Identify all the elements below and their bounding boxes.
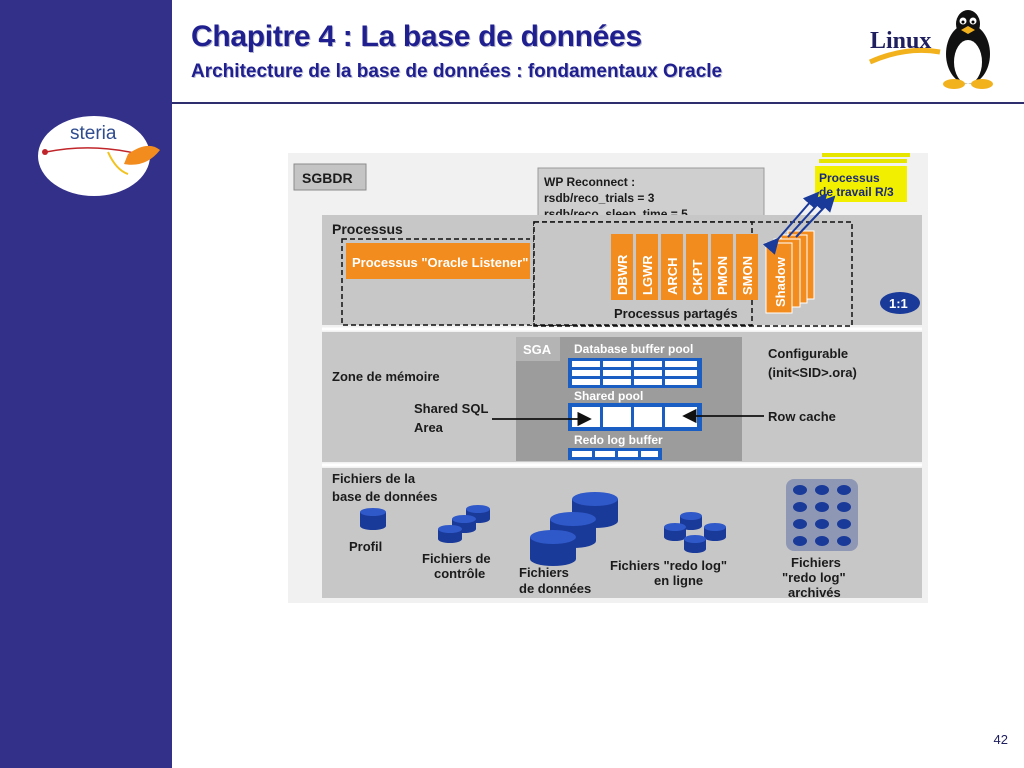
- wp-reconnect-line-1: WP Reconnect :: [544, 175, 635, 189]
- page-number: 42: [993, 732, 1008, 747]
- process-smon-label: SMON: [740, 256, 755, 295]
- ratio-badge: [880, 292, 920, 314]
- profil-icon: [360, 508, 386, 530]
- process-ckpt: [686, 234, 708, 300]
- listener-label: Processus "Oracle Listener": [352, 255, 528, 270]
- shared-sql-line-1: Shared SQL: [414, 401, 488, 416]
- process-arch-label: ARCH: [665, 257, 680, 295]
- shared-processes-label: Processus partagés: [614, 306, 738, 321]
- process-smon: [736, 234, 758, 300]
- data-files-line-1: Fichiers: [519, 565, 569, 580]
- process-lgwr: [636, 234, 658, 300]
- linux-logo: Linux: [868, 10, 993, 89]
- profil-label: Profil: [349, 539, 382, 554]
- memory-section-label: Zone de mémoire: [332, 369, 440, 384]
- data-files-icon: [530, 492, 618, 566]
- process-arch: [661, 234, 683, 300]
- process-pmon: [711, 234, 733, 300]
- shared-process-boxes: DBWR LGWR ARCH CKPT PMON SMON: [611, 234, 758, 300]
- steria-wordmark: steria: [70, 123, 117, 144]
- process-dbwr: [611, 234, 633, 300]
- r3-process-line-2: de travail R/3: [819, 185, 894, 199]
- row-cache-label: Row cache: [768, 409, 836, 424]
- configurable-line-2: (init<SID>.ora): [768, 365, 857, 380]
- sgbdr-box: [293, 163, 367, 191]
- process-dbwr-label: DBWR: [615, 254, 630, 295]
- ratio-badge-label: 1:1: [889, 296, 908, 311]
- process-lgwr-label: LGWR: [640, 255, 655, 295]
- data-files-line-2: de données: [519, 581, 591, 596]
- r3-process-line-1: Processus: [819, 171, 880, 185]
- header-divider: [172, 102, 1024, 104]
- sga-label: SGA: [523, 342, 552, 357]
- buffer-pool-label: Database buffer pool: [574, 342, 693, 356]
- page-subtitle: Architecture de la base de données : fon…: [191, 61, 723, 82]
- control-files-line-2: contrôle: [434, 566, 485, 581]
- sgbdr-label: SGBDR: [302, 170, 353, 186]
- archived-redo-line-2: "redo log": [782, 570, 846, 585]
- linux-swoosh-icon: [868, 47, 941, 65]
- page-title: Chapitre 4 : La base de données: [191, 20, 642, 53]
- control-files-icon: [438, 505, 490, 543]
- shadow-process-stack: Shadow: [765, 230, 815, 314]
- linux-wordmark: Linux: [870, 28, 931, 54]
- steria-logo: steria: [38, 116, 160, 196]
- penguin-icon: [943, 10, 993, 89]
- r3-connection-arrows: [762, 191, 836, 255]
- process-pmon-label: PMON: [715, 256, 730, 295]
- archived-redo-line-1: Fichiers: [791, 555, 841, 570]
- online-redo-line-1: Fichiers "redo log": [610, 558, 727, 573]
- archived-redo-line-3: archivés: [788, 585, 841, 600]
- wp-reconnect-line-2: rsdb/reco_trials = 3: [544, 191, 655, 205]
- control-files-line-1: Fichiers de: [422, 551, 491, 566]
- processus-section-label: Processus: [332, 221, 403, 237]
- process-ckpt-label: CKPT: [690, 260, 705, 295]
- shared-pool-label: Shared pool: [574, 389, 643, 403]
- shared-sql-line-2: Area: [414, 420, 444, 435]
- archived-redo-files-icon: [786, 479, 858, 551]
- shadow-label: Shadow: [773, 256, 788, 307]
- configurable-line-1: Configurable: [768, 346, 848, 361]
- redo-buffer-label: Redo log buffer: [574, 433, 663, 447]
- online-redo-line-2: en ligne: [654, 573, 703, 588]
- files-section-line-2: base de données: [332, 489, 437, 504]
- files-section-line-1: Fichiers de la: [332, 471, 416, 486]
- oracle-architecture-diagram: SGBDR WP Reconnect : rsdb/reco_trials = …: [288, 153, 928, 603]
- online-redo-files-icon: [664, 512, 726, 553]
